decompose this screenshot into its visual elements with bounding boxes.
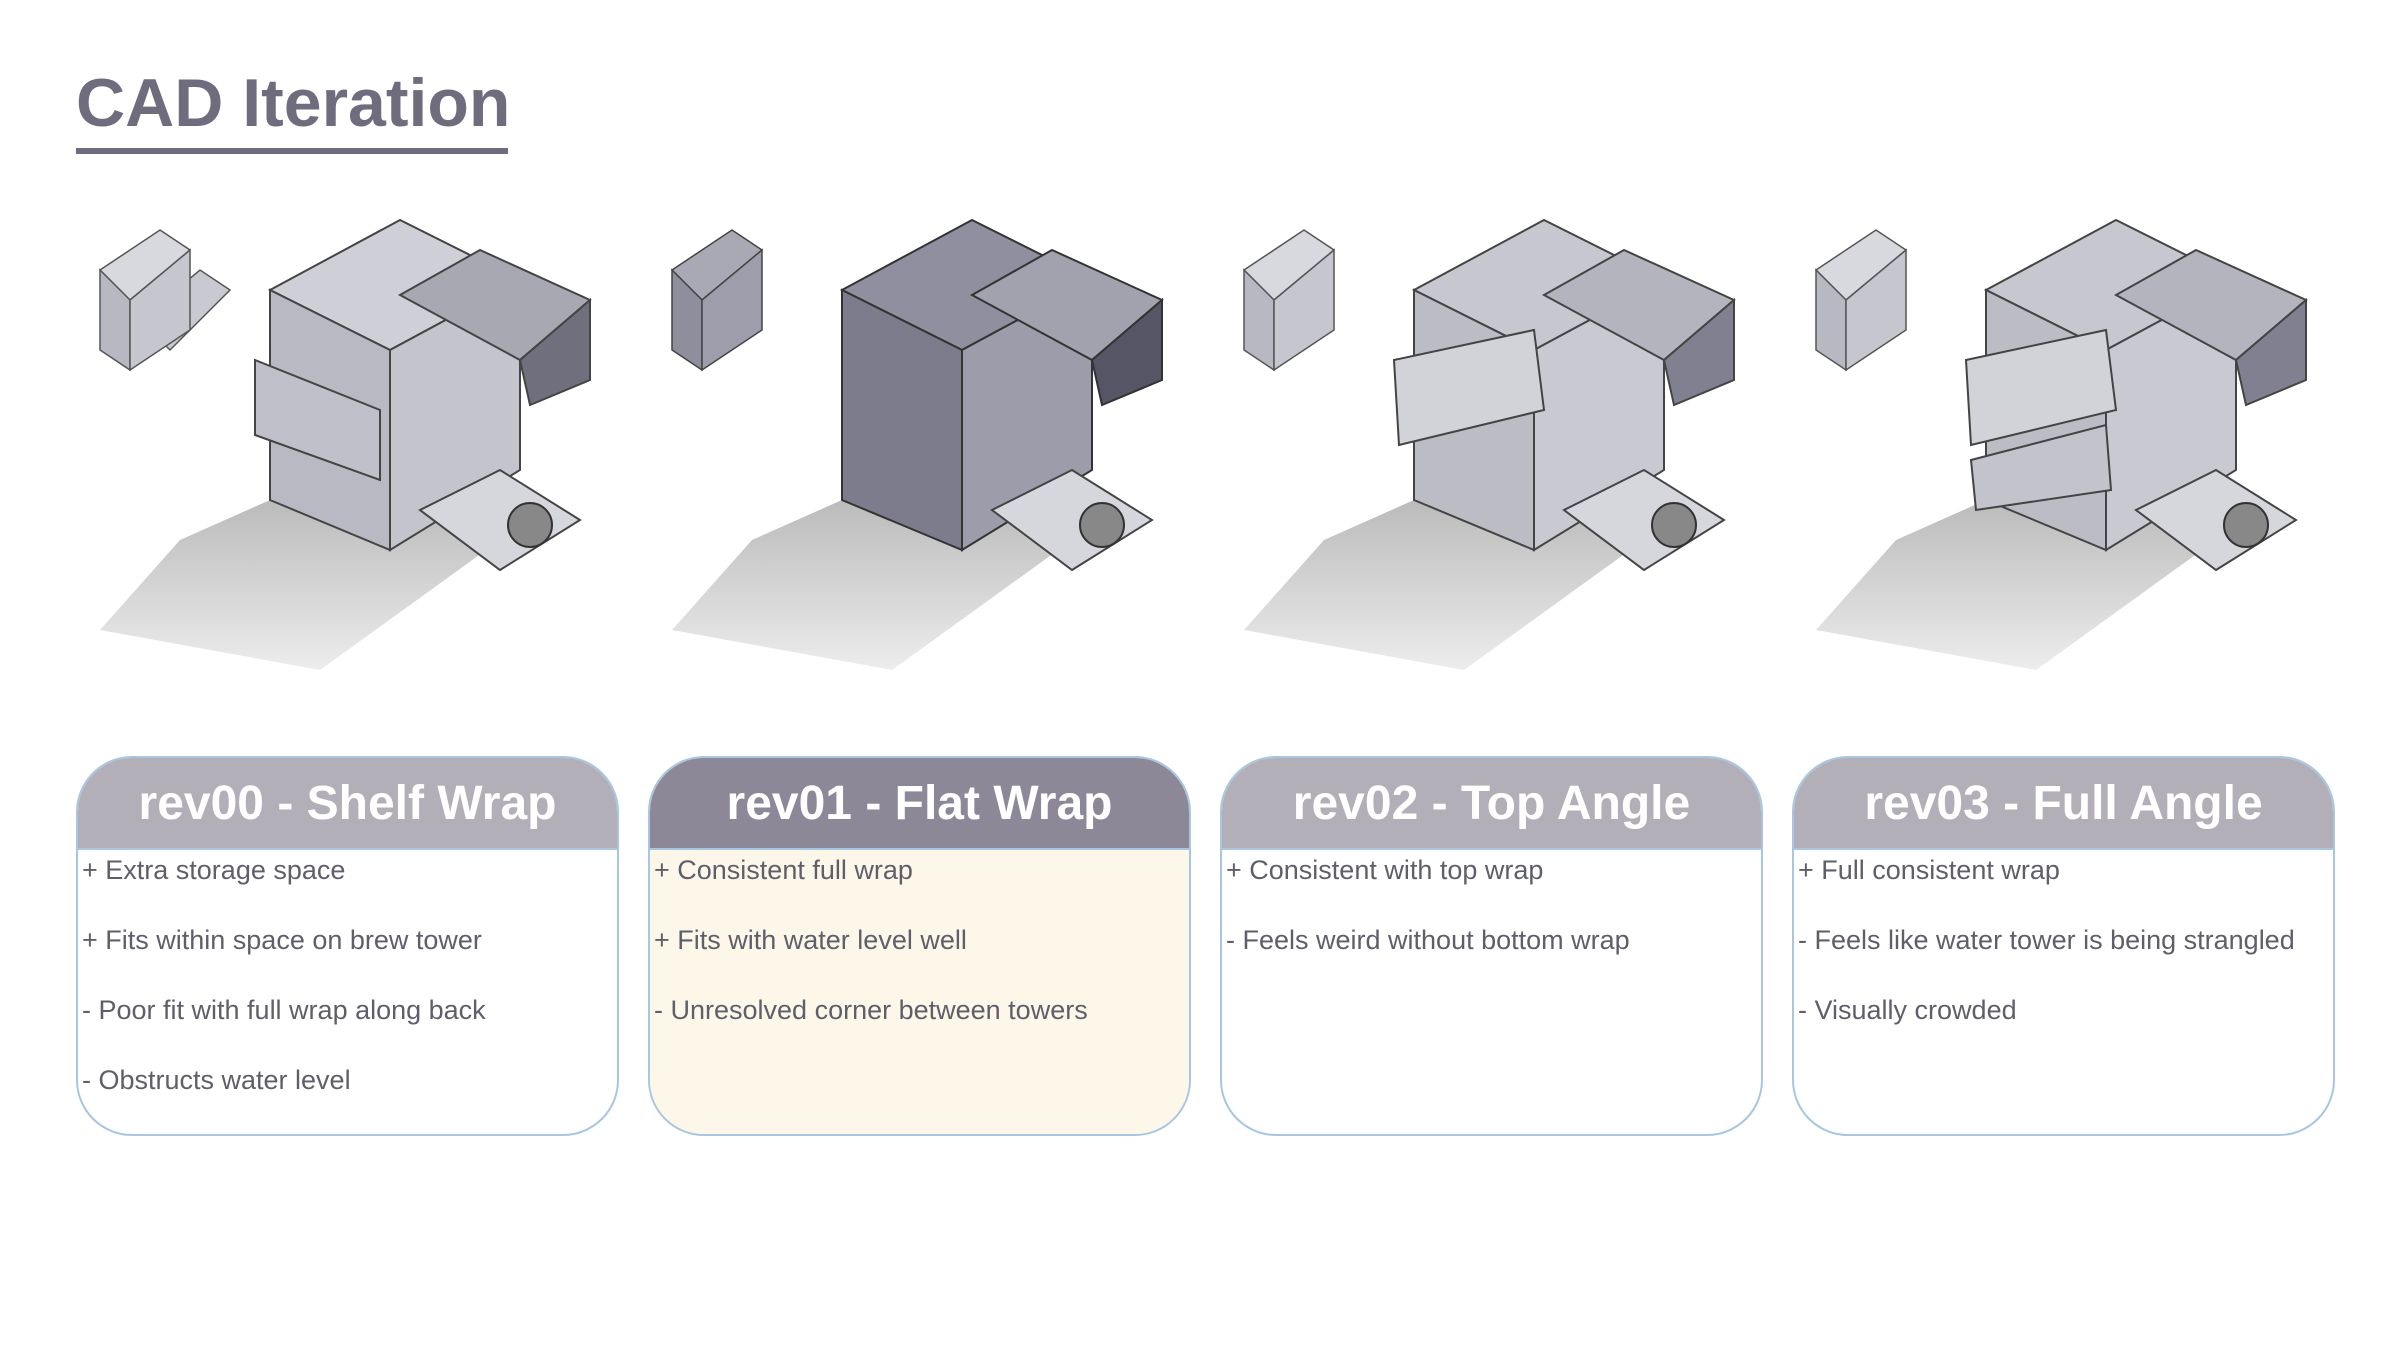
note-line: + Consistent with top wrap xyxy=(1226,855,1544,885)
revision-notes: + Extra storage space + Fits within spac… xyxy=(78,850,617,1134)
page-title: CAD Iteration xyxy=(76,65,511,141)
cad-render-rev00 xyxy=(98,218,592,670)
note-line: - Poor fit with full wrap along back xyxy=(82,995,486,1025)
note-line: + Fits with water level well xyxy=(654,925,967,955)
revision-title: rev03 - Full Angle xyxy=(1794,758,2333,850)
revision-notes: + Consistent full wrap + Fits with water… xyxy=(650,850,1189,1134)
note-line: + Extra storage space xyxy=(82,855,346,885)
revision-card-rev00: rev00 - Shelf Wrap + Extra storage space… xyxy=(76,756,619,1136)
revision-card-rev02: rev02 - Top Angle + Consistent with top … xyxy=(1220,756,1763,1136)
note-line: - Unresolved corner between towers xyxy=(654,995,1088,1025)
note-line: - Feels weird without bottom wrap xyxy=(1226,925,1630,955)
cad-render-rev01 xyxy=(670,218,1164,670)
revision-notes: + Full consistent wrap - Feels like wate… xyxy=(1794,850,2333,1134)
note-line: - Obstructs water level xyxy=(82,1065,351,1095)
cad-render-rev03 xyxy=(1814,218,2308,670)
revision-card-rev01: rev01 - Flat Wrap + Consistent full wrap… xyxy=(648,756,1191,1136)
title-underline xyxy=(76,148,508,154)
revision-title: rev00 - Shelf Wrap xyxy=(78,758,617,850)
revision-notes: + Consistent with top wrap - Feels weird… xyxy=(1222,850,1761,1134)
revision-title: rev01 - Flat Wrap xyxy=(650,758,1189,850)
cad-render-rev02 xyxy=(1242,218,1736,670)
revision-title: rev02 - Top Angle xyxy=(1222,758,1761,850)
revision-card-rev03: rev03 - Full Angle + Full consistent wra… xyxy=(1792,756,2335,1136)
note-line: - Visually crowded xyxy=(1798,995,2017,1025)
note-line: - Feels like water tower is being strang… xyxy=(1798,925,2295,955)
note-line: + Full consistent wrap xyxy=(1798,855,2060,885)
note-line: + Consistent full wrap xyxy=(654,855,913,885)
note-line: + Fits within space on brew tower xyxy=(82,925,482,955)
